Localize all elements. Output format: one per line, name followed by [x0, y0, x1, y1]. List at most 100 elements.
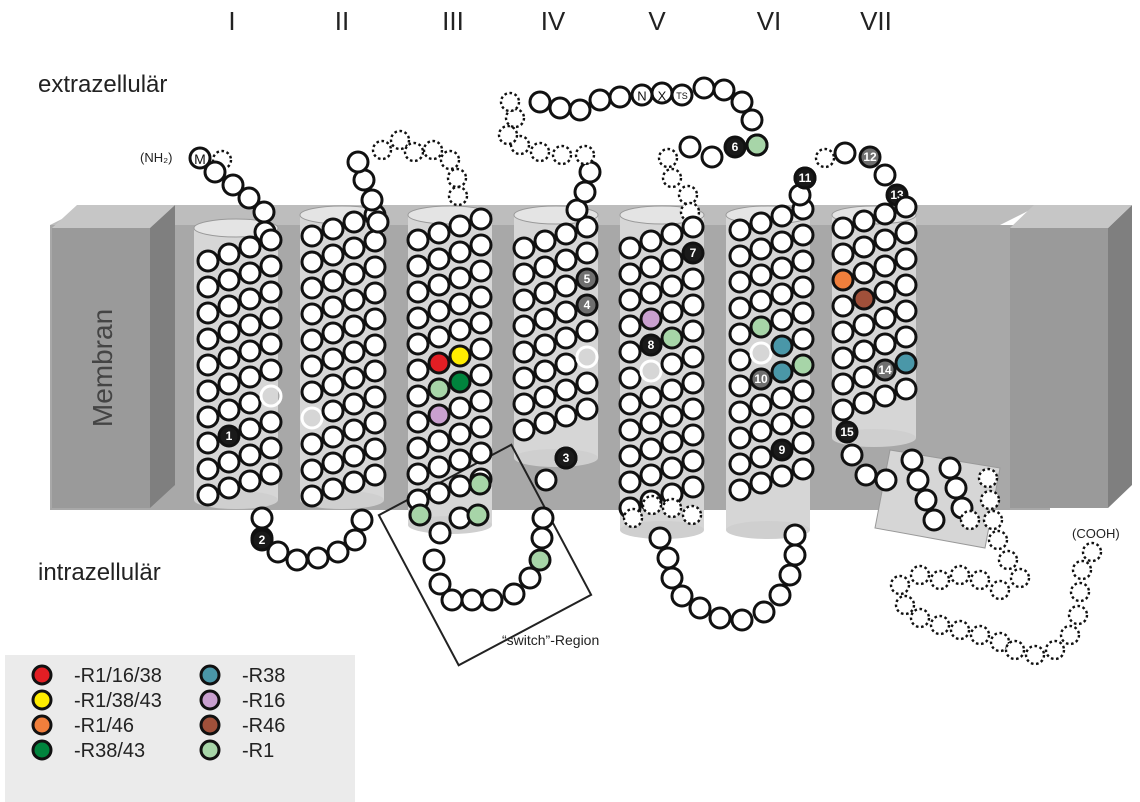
residue-marker-15: [835, 420, 859, 444]
residue: [873, 384, 897, 408]
residue-dotted: [529, 141, 551, 163]
residue: [406, 254, 430, 278]
residue: [681, 267, 705, 291]
residue: [342, 340, 366, 364]
residue: [266, 540, 290, 564]
residue-dotted: [997, 549, 1019, 571]
residue: [894, 221, 918, 245]
residue-lightgreen: [427, 377, 451, 401]
helix-label-3: III: [442, 6, 464, 36]
residue: [554, 352, 578, 376]
residue-dotted: [1059, 624, 1081, 646]
helix-label-5: V: [648, 6, 666, 36]
residue: [427, 481, 451, 505]
residue: [428, 521, 452, 545]
residue: [469, 415, 493, 439]
residue: [639, 437, 663, 461]
residue-dotted: [1069, 581, 1091, 603]
residue: [469, 363, 493, 387]
residue: [469, 337, 493, 361]
residue: [770, 282, 794, 306]
residue-marker-6: [723, 135, 747, 159]
residue: [791, 327, 815, 351]
residue: [285, 548, 309, 572]
residue: [342, 470, 366, 494]
residue: [217, 294, 241, 318]
residue: [618, 444, 642, 468]
residue: [406, 332, 430, 356]
residue: [259, 410, 283, 434]
residue: [791, 405, 815, 429]
residue: [914, 488, 938, 512]
residue-marker-7: [681, 241, 705, 265]
residue: [575, 345, 599, 369]
residue: [406, 410, 430, 434]
residue: [238, 339, 262, 363]
residue-dotted: [622, 507, 644, 529]
residue: [618, 288, 642, 312]
residue: [238, 235, 262, 259]
residue-number: 5: [584, 272, 591, 286]
helix-label-2: II: [335, 6, 349, 36]
residue: [321, 321, 345, 345]
residue-dotted: [661, 167, 683, 189]
residue: [480, 588, 504, 612]
residue: [321, 373, 345, 397]
residue-dotted: [909, 564, 931, 586]
residue: [588, 88, 612, 112]
residue: [831, 398, 855, 422]
residue: [469, 311, 493, 335]
residue: [533, 281, 557, 305]
legend-swatch: [31, 739, 53, 761]
residue: [300, 302, 324, 326]
residue: [768, 583, 792, 607]
residue: [770, 230, 794, 254]
residue: [217, 450, 241, 474]
residue: [575, 319, 599, 343]
residue-number: 2: [259, 533, 266, 547]
residue: [196, 457, 220, 481]
residue: [575, 241, 599, 265]
residue: [660, 248, 684, 272]
glyco-label: X: [658, 89, 667, 104]
residue: [300, 406, 324, 430]
residue: [342, 392, 366, 416]
residue: [259, 228, 283, 252]
residue: [749, 211, 773, 235]
residue-dotted: [574, 144, 596, 166]
residue: [448, 240, 472, 264]
residue: [342, 314, 366, 338]
residue: [259, 254, 283, 278]
residue: [259, 306, 283, 330]
residue: [406, 462, 430, 486]
residue: [770, 464, 794, 488]
residue: [873, 163, 897, 187]
residue: [554, 274, 578, 298]
residue-teal: [770, 334, 794, 358]
helix-label-6: VI: [757, 6, 782, 36]
residue-dotted: [371, 139, 393, 161]
residue-number: 14: [878, 363, 892, 377]
residue: [427, 325, 451, 349]
residue: [938, 456, 962, 480]
residue-dotted: [814, 147, 836, 169]
residue: [554, 378, 578, 402]
residue: [873, 332, 897, 356]
residue-number: 15: [840, 425, 854, 439]
residue: [681, 371, 705, 395]
residue: [321, 451, 345, 475]
residue: [363, 229, 387, 253]
residue-orange: [831, 268, 855, 292]
residue-dotted: [929, 614, 951, 636]
residue: [575, 397, 599, 421]
residue-dotted: [949, 564, 971, 586]
residue: [728, 478, 752, 502]
residue-marker-11: [793, 166, 817, 190]
residue-marker-2: [250, 528, 274, 552]
legend-swatch: [31, 714, 53, 736]
residue: [831, 320, 855, 344]
residue-number: 12: [863, 150, 877, 164]
residue-dotted: [422, 139, 444, 161]
residue: [831, 346, 855, 370]
residue: [237, 186, 261, 210]
